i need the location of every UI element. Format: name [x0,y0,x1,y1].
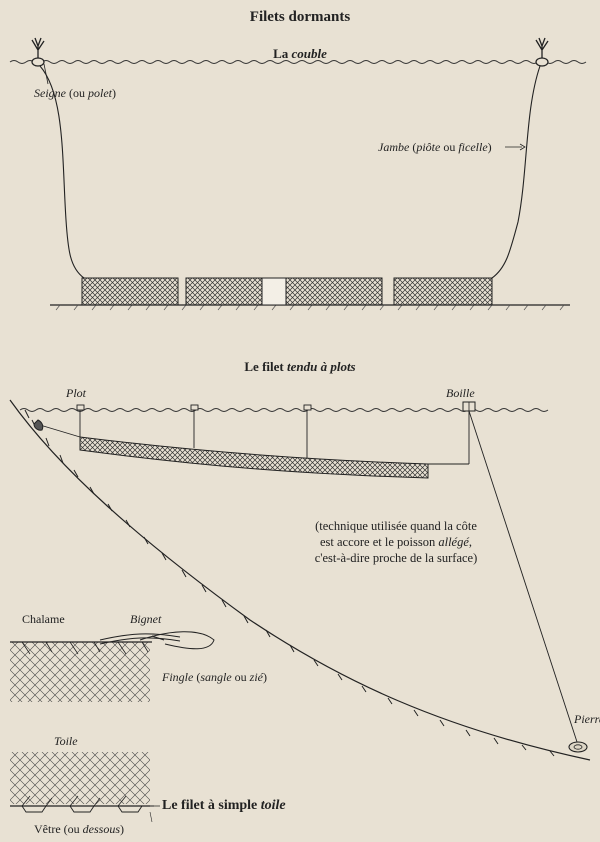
plot-floats [76,404,312,411]
pierre-label: Pierre [574,712,600,726]
fingle-label-b: ( [193,670,201,684]
jambe-label-b: ( [409,140,417,154]
jambe-label-f: ) [487,140,492,154]
note-line-3: c'est-à-dire proche de la surface) [314,551,478,565]
seigne-label-c: polet [88,86,112,100]
seabed-rocks [24,409,555,757]
boille-label: Boille [446,386,475,400]
vetre-label: Vêtre (ou dessous) [34,822,124,836]
shore-line [39,424,81,438]
water-surface-1 [9,60,587,64]
fingle-rope [99,631,215,650]
vetre-label-a: Vêtre (ou [34,822,83,836]
fingle-label-f: ) [263,670,268,684]
tendu-heading-prefix: Le filet [244,359,287,374]
couble-heading-prefix: La [273,46,292,61]
anchor-line [468,410,579,746]
couble-net-panels [81,277,493,306]
simple-toile-caption: Le filet à simple toile [162,799,286,813]
fingle-label-c: sangle [200,670,232,684]
jambe-label: Jambe (piôte ou ficelle) [378,140,492,154]
tendu-net [79,436,429,479]
simple-toile-lower [10,752,154,813]
fingle-label-a: Fingle [162,670,194,684]
seigne-label-a: Seigne [34,86,66,100]
seigne-label-d: ) [112,86,116,100]
technique-note: (technique utilisée quand la côte est ac… [246,518,546,566]
couble-heading-em: couble [291,46,327,61]
fingle-label-d: ou [231,670,250,684]
seigne-label-b: (ou [66,86,88,100]
tendu-heading: Le filet tendu à plots [0,360,600,374]
note-line-2c: , [468,535,473,549]
right-leg-line [491,65,541,279]
simple-toile-caption-prefix: Le filet à simple [162,798,261,813]
note-line-2b: allégé [438,535,469,549]
note-line-2: est accore et le poisson allégé, [246,534,546,550]
jambe-label-c: piôte [416,140,441,154]
jambe-label-a: Jambe [378,140,410,154]
left-leg-line [39,65,85,279]
water-surface-2 [19,408,549,412]
vetre-label-b: dessous [82,822,120,836]
note-line-2a: est accore et le poisson [319,535,439,549]
simple-toile-caption-em: toile [260,798,286,813]
page-title: Filets dormants [249,9,351,25]
couble-heading: La couble [0,47,600,61]
plot-label: Plot [66,386,86,400]
chalame-label: Chalame [22,612,65,626]
simple-toile-upper [10,641,152,702]
toile-label: Toile [54,734,78,748]
fingle-label: Fingle (sangle ou zié) [162,670,267,684]
seigne-label: Seigne (ou polet) [34,86,116,100]
left-float-icon [31,37,45,67]
bignet-label: Bignet [130,612,162,626]
fingle-label-e: zié [249,670,264,684]
boille-float-icon [462,401,476,412]
pierre-stone-icon [568,741,588,753]
note-line-1: (technique utilisée quand la côte [315,519,477,533]
sloping-seabed [9,399,591,761]
vetre-label-c: ) [120,822,124,836]
right-float-icon [535,37,549,67]
jambe-label-e: ficelle [458,140,488,154]
jambe-label-d: ou [440,140,459,154]
tendu-heading-em: tendu à plots [286,359,356,374]
